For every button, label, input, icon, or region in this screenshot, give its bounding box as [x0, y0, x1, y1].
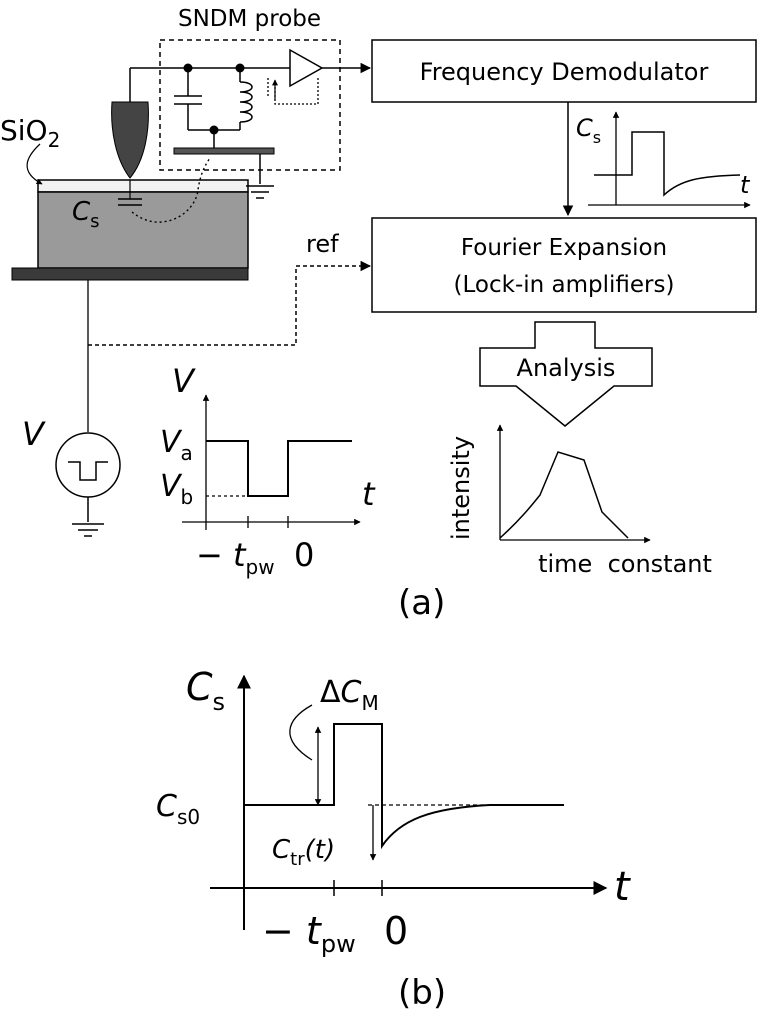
sio2-label: SiO2 — [0, 114, 60, 152]
return-path — [131, 157, 211, 223]
pulse-plot: V t Va Vb − tpw 0 — [160, 362, 376, 579]
amplifier-icon — [289, 48, 324, 88]
panel-a: SNDM probe SiO2 Cs — [0, 6, 757, 623]
probe-tip — [111, 101, 149, 179]
demodulator-box — [371, 39, 757, 103]
panel-b-label: (b) — [398, 973, 446, 1013]
fourier-label-line1: Fourier Expansion — [461, 235, 667, 261]
feedback-loop — [267, 76, 319, 105]
pulse-icon — [68, 461, 108, 481]
sample-holder — [11, 267, 249, 281]
inset-ylabel: Cs — [576, 114, 601, 147]
ref-dashed-line — [88, 260, 372, 346]
sio2-pointer — [26, 143, 43, 185]
pulse-tick-zero: 0 — [294, 536, 314, 574]
pulse-tick-neg: − tpw — [196, 536, 275, 579]
panel-b: Cs t ΔCM Cs0 Ctr(t) − tpw 0 (b) — [156, 665, 631, 1013]
sample-stage — [11, 179, 249, 281]
analysis-label: Analysis — [517, 354, 616, 382]
fourier-label-line2: (Lock-in amplifiers) — [454, 272, 675, 298]
analysis-arrow — [479, 321, 653, 427]
b-signal-curve — [244, 723, 564, 850]
fourier-box — [371, 217, 757, 313]
pulse-ylabel: V — [172, 362, 196, 400]
result-curve — [499, 451, 629, 539]
probe-title: SNDM probe — [178, 6, 321, 32]
b-tick-zero-label: 0 — [384, 909, 408, 953]
cs-label: Cs — [72, 197, 100, 232]
ctr-label: Ctr(t) — [272, 835, 335, 870]
probe-enclosure — [159, 39, 341, 171]
result-ylabel: intensity — [447, 436, 475, 540]
vb-label: Vb — [160, 469, 193, 509]
b-ylabel: Cs — [186, 665, 225, 716]
cs0-label: Cs0 — [156, 789, 200, 829]
source-label: V — [22, 415, 46, 453]
demodulator-label: Frequency Demodulator — [420, 58, 709, 86]
substrate — [37, 191, 249, 269]
ground-symbol-probe — [246, 185, 274, 199]
delta-cm-pointer — [289, 704, 313, 761]
inductor-coil — [239, 81, 253, 123]
b-xlabel: t — [614, 864, 631, 910]
ground-symbol-source — [72, 523, 104, 537]
panel-a-label: (a) — [398, 583, 445, 623]
sio2-layer — [37, 179, 249, 193]
va-label: Va — [160, 425, 193, 465]
pulse-xlabel: t — [362, 475, 376, 513]
result-xlabel: time constant — [538, 550, 712, 578]
ring-electrode — [173, 147, 275, 155]
voltage-source — [55, 432, 121, 498]
ref-label: ref — [306, 230, 339, 258]
result-plot: intensity time constant — [447, 424, 712, 578]
b-tick-neg-label: − tpw — [262, 909, 356, 958]
pulse-curve — [206, 440, 352, 497]
inset-cs-plot: Cs t — [576, 111, 751, 209]
inset-xlabel: t — [740, 171, 751, 199]
delta-cm-label: ΔCM — [320, 675, 379, 715]
